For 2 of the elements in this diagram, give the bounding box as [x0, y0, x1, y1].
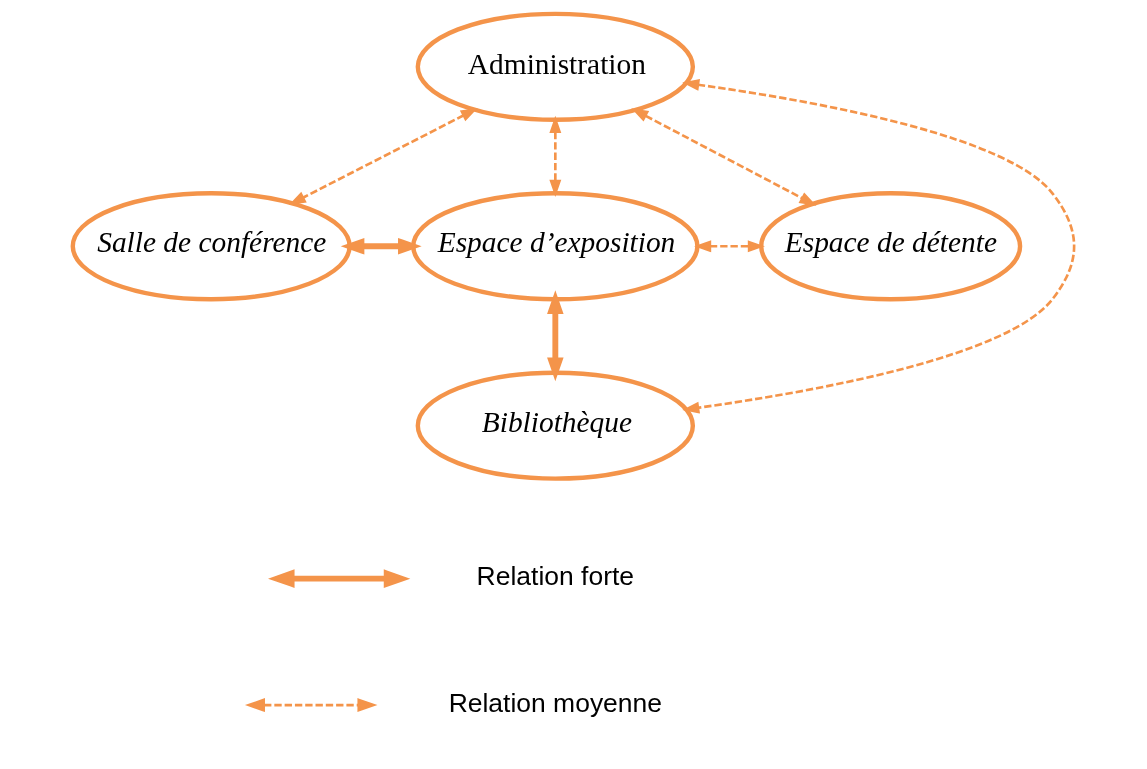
legend-label: Relation forte [476, 561, 635, 592]
legend-label: Relation moyenne [448, 687, 663, 718]
